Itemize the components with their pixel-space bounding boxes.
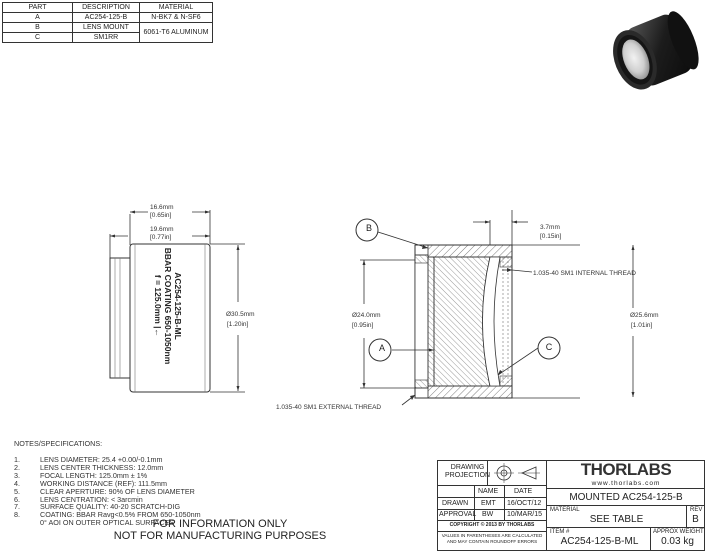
note-number: 2. bbox=[14, 462, 20, 472]
note-text: 0° AOI ON OUTER OPTICAL SURFACES bbox=[40, 518, 175, 528]
drawn-label: DRAWN bbox=[442, 500, 469, 507]
approval-date: 10/MAR/15 bbox=[507, 511, 543, 518]
item-value: AC254-125-B-ML bbox=[560, 536, 639, 547]
engraving-line3: f = 125.0mm |← bbox=[153, 274, 163, 338]
notes-list: 1. LENS DIAMETER: 25.4 +0.00/-0.1mm 2. LEN… bbox=[14, 456, 201, 527]
copyright-text: COPYRIGHT © 2013 BY THORLABS bbox=[449, 522, 535, 528]
note-number: 4. bbox=[14, 478, 20, 488]
parts-row-description: LENS MOUNT bbox=[72, 22, 140, 33]
parts-row-part: A bbox=[2, 12, 73, 23]
dim-diameter-in: [1.20in] bbox=[227, 321, 249, 328]
dim-clear-aperture: Ø24.0mm bbox=[352, 312, 381, 319]
values-note: VALUES IN PARENTHESES ARE CALCULATED AND… bbox=[441, 533, 543, 544]
dim-outer-width: 16.6mm bbox=[150, 204, 174, 211]
note-text: CLEAR APERTURE: 90% OF LENS DIAMETER bbox=[40, 486, 195, 496]
weight-label: APPROX WEIGHT bbox=[653, 529, 704, 535]
weight-value: 0.03 kg bbox=[661, 536, 694, 547]
mounted-lens-render bbox=[613, 11, 699, 90]
note-text: WORKING DISTANCE (REF): 111.5mm bbox=[40, 478, 167, 488]
dim-total-width: 19.6mm bbox=[150, 226, 174, 233]
dim-clear-aperture-in: [0.95in] bbox=[352, 322, 374, 329]
note-number: 8. bbox=[14, 510, 20, 520]
external-thread-label: 1.035-40 SM1 EXTERNAL THREAD bbox=[276, 404, 382, 411]
dim-diameter: Ø30.5mm bbox=[226, 311, 255, 318]
material-label: MATERIAL bbox=[550, 507, 580, 513]
callout-a: A bbox=[378, 343, 385, 353]
engraving-text: AC254-125-B-ML BBAR COATING 650-1050nm f… bbox=[153, 248, 183, 365]
approval-label: APPROVAL bbox=[439, 511, 477, 518]
notes-heading: NOTES/SPECIFICATIONS: bbox=[14, 439, 103, 448]
parts-row-part: C bbox=[2, 32, 73, 43]
section-view-drawing bbox=[355, 210, 580, 406]
engraving-line2: BBAR COATING 650-1050nm bbox=[163, 247, 173, 365]
parts-table: PART DESCRIPTION MATERIAL A AC254-125-B … bbox=[2, 2, 213, 43]
rev-label: REV bbox=[690, 507, 703, 513]
note-number: 5. bbox=[14, 486, 20, 496]
callout-b: B bbox=[365, 223, 372, 233]
callout-c: C bbox=[545, 342, 553, 352]
title-block-left bbox=[437, 460, 547, 551]
note-number: 7. bbox=[14, 502, 20, 512]
name-header: NAME bbox=[478, 488, 499, 495]
note-number: 1. bbox=[14, 455, 20, 464]
disclaimer-line1: FOR INFORMATION ONLY bbox=[152, 518, 288, 530]
material-value: SEE TABLE bbox=[589, 514, 644, 525]
note-text: LENS DIAMETER: 25.4 +0.00/-0.1mm bbox=[40, 455, 163, 464]
projection-symbol-icon bbox=[494, 463, 540, 483]
side-view-drawing bbox=[109, 210, 245, 393]
thorlabs-logo: THORLABS bbox=[580, 460, 672, 479]
note-text: LENS CENTER THICKNESS: 12.0mm bbox=[40, 462, 164, 472]
parts-header-part: PART bbox=[2, 2, 73, 13]
note-text: FOCAL LENGTH: 125.0mm ± 1% bbox=[40, 470, 148, 480]
dim-total-width-in: [0.77in] bbox=[150, 234, 172, 241]
note-text: COATING: BBAR Ravg<0.5% FROM 650-1050nm bbox=[40, 510, 201, 520]
website-text: www.thorlabs.com bbox=[591, 480, 661, 487]
drawing-projection-label: DRAWING PROJECTION bbox=[445, 464, 491, 479]
disclaimer-line2: NOT FOR MANUFACTURING PURPOSES bbox=[113, 530, 327, 542]
note-number: 3. bbox=[14, 470, 20, 480]
parts-row-material: 6061-T6 ALUMINUM bbox=[139, 22, 213, 43]
dim-outer-diameter-in: [1.01in] bbox=[631, 322, 653, 329]
dim-outer-diameter: Ø25.6mm bbox=[630, 312, 659, 319]
item-label: ITEM # bbox=[550, 529, 570, 535]
parts-row-material: N-BK7 & N-SF6 bbox=[139, 12, 213, 23]
drawn-date: 16/OCT/12 bbox=[507, 500, 542, 507]
note-text: LENS CENTRATION: < 3arcmin bbox=[40, 494, 143, 504]
note-number: 6. bbox=[14, 494, 20, 504]
drawing-title: MOUNTED AC254-125-B bbox=[569, 492, 683, 503]
engraving-line1: AC254-125-B-ML bbox=[173, 272, 183, 340]
dim-thread-depth-in: [0.15in] bbox=[540, 233, 562, 240]
note-text: SURFACE QUALITY: 40-20 SCRATCH-DIG bbox=[40, 502, 181, 512]
parts-header-description: DESCRIPTION bbox=[72, 2, 140, 13]
internal-thread-label: 1.035-40 SM1 INTERNAL THREAD bbox=[533, 270, 636, 277]
od-dimension-lines bbox=[631, 245, 635, 397]
dim-thread-depth: 3.7mm bbox=[540, 224, 560, 231]
dim-outer-width-in: [0.65in] bbox=[150, 212, 172, 219]
parts-row-part: B bbox=[2, 22, 73, 33]
parts-row-description: AC254-125-B bbox=[72, 12, 140, 23]
parts-header-material: MATERIAL bbox=[139, 2, 213, 13]
rev-value: B bbox=[692, 514, 699, 525]
drawn-name: EMT bbox=[481, 500, 496, 507]
approval-name: BW bbox=[482, 511, 494, 518]
date-header: DATE bbox=[514, 488, 533, 495]
parts-row-description: SM1RR bbox=[72, 32, 140, 43]
disclaimer: FOR INFORMATION ONLY NOT FOR MANUFACTURI… bbox=[100, 518, 340, 542]
brand-area: THORLABS www.thorlabs.com bbox=[547, 460, 705, 488]
